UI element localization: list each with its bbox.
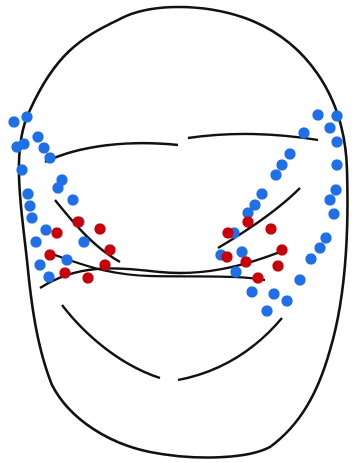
red-landmark-point	[51, 227, 62, 238]
blue-landmark-point	[21, 111, 32, 122]
blue-landmark-point	[320, 232, 331, 243]
red-landmark-point	[99, 259, 110, 270]
landmark-markers	[8, 109, 342, 316]
blue-landmark-point	[324, 122, 335, 133]
blue-landmark-point	[34, 259, 45, 270]
blue-landmark-point	[78, 236, 89, 247]
red-landmark-point	[94, 223, 105, 234]
blue-landmark-point	[314, 242, 325, 253]
blue-landmark-point	[8, 116, 19, 127]
blue-landmark-point	[40, 224, 51, 235]
blue-landmark-point	[38, 142, 49, 153]
blue-landmark-point	[246, 286, 257, 297]
blue-landmark-point	[331, 110, 342, 121]
blue-landmark-point	[52, 182, 63, 193]
red-landmark-point	[221, 251, 232, 262]
blue-landmark-point	[330, 184, 341, 195]
blue-landmark-point	[268, 288, 279, 299]
red-landmark-point	[59, 267, 70, 278]
blue-landmark-point	[276, 159, 287, 170]
blue-landmark-point	[256, 188, 267, 199]
blue-landmark-point	[236, 246, 247, 257]
red-landmark-point	[272, 260, 283, 271]
head-contour	[19, 7, 348, 457]
blue-landmark-point	[312, 109, 323, 120]
blue-landmark-point	[24, 200, 35, 211]
blue-landmark-point	[331, 159, 342, 170]
blue-landmark-point	[32, 131, 43, 142]
blue-landmark-point	[284, 148, 295, 159]
red-landmark-point	[242, 216, 253, 227]
lower-curve-left	[62, 305, 160, 378]
red-landmark-point	[82, 272, 93, 283]
blue-landmark-point	[30, 236, 41, 247]
red-landmark-point	[276, 244, 287, 255]
blue-landmark-point	[18, 138, 29, 149]
mid-curve-left	[40, 250, 285, 288]
blue-landmark-point	[61, 254, 72, 265]
blue-landmark-point	[230, 266, 241, 277]
blue-landmark-point	[26, 212, 37, 223]
red-landmark-point	[104, 244, 115, 255]
blue-landmark-point	[324, 194, 335, 205]
red-landmark-point	[222, 227, 233, 238]
blue-landmark-point	[67, 194, 78, 205]
red-landmark-point	[72, 216, 83, 227]
blue-landmark-point	[270, 169, 281, 180]
blue-landmark-point	[16, 164, 27, 175]
blue-landmark-point	[305, 253, 316, 264]
blue-landmark-point	[43, 271, 54, 282]
blue-landmark-point	[281, 295, 292, 306]
red-landmark-point	[240, 256, 251, 267]
red-landmark-point	[252, 272, 263, 283]
brow-line-left	[45, 143, 178, 162]
blue-landmark-point	[331, 136, 342, 147]
blue-landmark-point	[249, 199, 260, 210]
red-landmark-point	[44, 249, 55, 260]
blue-landmark-point	[44, 152, 55, 163]
blue-landmark-point	[298, 127, 309, 138]
blue-landmark-point	[294, 274, 305, 285]
blue-landmark-point	[328, 208, 339, 219]
brow-line-right	[188, 134, 318, 140]
red-landmark-point	[265, 223, 276, 234]
lower-curve-right	[178, 318, 282, 380]
blue-landmark-point	[22, 188, 33, 199]
blue-landmark-point	[261, 305, 272, 316]
